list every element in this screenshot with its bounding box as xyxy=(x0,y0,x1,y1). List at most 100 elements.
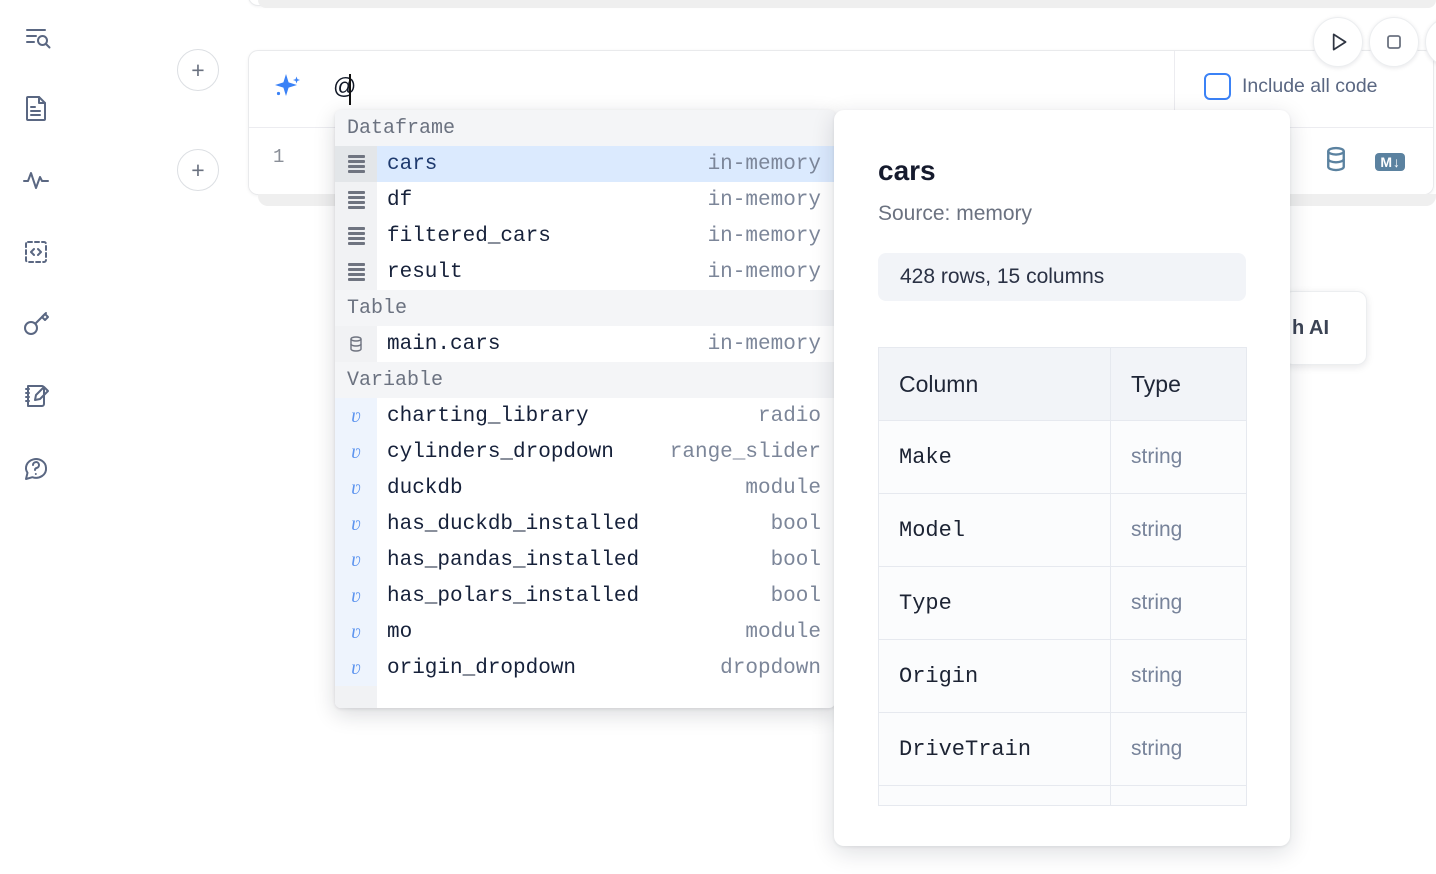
table-rows-icon xyxy=(347,227,365,245)
detail-shape-badge: 428 rows, 15 columns xyxy=(878,253,1246,301)
prompt-divider xyxy=(1174,51,1175,128)
autocomplete-item-type: in-memory xyxy=(707,224,821,248)
schema-column-name: Model xyxy=(878,493,1111,567)
text-cursor xyxy=(349,74,351,105)
sparkle-ai-icon xyxy=(269,71,305,107)
outline-search-icon[interactable] xyxy=(14,14,58,58)
code-snippet-icon[interactable] xyxy=(14,230,58,274)
variable-icon: ʋ xyxy=(335,650,377,686)
database-icon xyxy=(350,336,362,352)
autocomplete-group-header: Variable xyxy=(335,362,835,398)
autocomplete-item-type: radio xyxy=(757,404,821,428)
file-document-icon[interactable] xyxy=(14,86,58,130)
autocomplete-item-name: has_pandas_installed xyxy=(387,548,640,572)
autocomplete-item-type: module xyxy=(745,620,821,644)
table-header-row: Column Type xyxy=(878,347,1247,421)
add-cell-below-button[interactable]: + xyxy=(177,149,219,191)
stop-button[interactable] xyxy=(1369,17,1419,67)
scratchpad-edit-icon[interactable] xyxy=(14,374,58,418)
autocomplete-item-name: has_polars_installed xyxy=(387,584,640,608)
database-icon[interactable] xyxy=(1321,144,1351,179)
include-all-code-label: Include all code xyxy=(1242,75,1378,97)
autocomplete-item-type: in-memory xyxy=(707,332,821,356)
run-button[interactable] xyxy=(1313,17,1363,67)
autocomplete-item-name: cylinders_dropdown xyxy=(387,440,614,464)
column-header: Column xyxy=(878,347,1111,421)
generate-with-ai-button[interactable]: h AI xyxy=(1283,291,1367,365)
autocomplete-item[interactable]: ʋ has_duckdb_installed bool xyxy=(335,506,835,542)
table-rows-icon xyxy=(335,146,377,182)
autocomplete-item-name: charting_library xyxy=(387,404,589,428)
autocomplete-item-name: result xyxy=(387,260,463,284)
variable-icon: ʋ xyxy=(335,506,377,542)
autocomplete-item-type: dropdown xyxy=(720,656,821,680)
schema-column-type: string xyxy=(1110,566,1247,640)
schema-column-name: Origin xyxy=(878,639,1111,713)
table-rows-icon xyxy=(335,182,377,218)
autocomplete-item-type: range_slider xyxy=(669,440,821,464)
include-all-code-option[interactable]: Include all code xyxy=(1204,73,1378,100)
help-chat-icon[interactable] xyxy=(14,446,58,490)
variable-icon: ʋ xyxy=(335,434,377,470)
detail-title: cars xyxy=(878,155,936,186)
autocomplete-group-header: Dataframe xyxy=(335,110,835,146)
include-all-code-checkbox[interactable] xyxy=(1204,73,1231,100)
autocomplete-item-name: df xyxy=(387,188,413,212)
autocomplete-item[interactable]: result in-memory xyxy=(335,254,835,290)
markdown-icon-letter: M xyxy=(1380,153,1392,170)
table-row-partial xyxy=(878,785,1247,806)
table-rows-icon xyxy=(335,254,377,290)
table-rows-icon xyxy=(335,218,377,254)
variable-icon: ʋ xyxy=(335,470,377,506)
autocomplete-item-name: origin_dropdown xyxy=(387,656,577,680)
autocomplete-group-header: Table xyxy=(335,290,835,326)
autocomplete-item-type: in-memory xyxy=(707,188,821,212)
autocomplete-item[interactable]: ʋ cylinders_dropdown range_slider xyxy=(335,434,835,470)
autocomplete-item-type: bool xyxy=(770,512,821,536)
previous-cell-footer xyxy=(258,0,1436,8)
autocomplete-item-name: has_duckdb_installed xyxy=(387,512,640,536)
markdown-icon[interactable]: M↓ xyxy=(1375,152,1405,171)
key-icon[interactable] xyxy=(14,302,58,346)
autocomplete-item[interactable]: ʋ origin_dropdown dropdown xyxy=(335,650,835,686)
autocomplete-item[interactable]: filtered_cars in-memory xyxy=(335,218,835,254)
generate-with-ai-label: h AI xyxy=(1292,316,1330,339)
autocomplete-item-name: cars xyxy=(387,152,438,176)
add-cell-above-button[interactable]: + xyxy=(177,49,219,91)
schema-column-type: string xyxy=(1110,639,1247,713)
autocomplete-item-type: bool xyxy=(770,584,821,608)
variable-icon: ʋ xyxy=(335,542,377,578)
table-rows-icon xyxy=(347,155,365,173)
schema-column-name: Type xyxy=(878,566,1111,640)
autocomplete-item[interactable]: main.cars in-memory xyxy=(335,326,835,362)
autocomplete-item-type: module xyxy=(745,476,821,500)
autocomplete-item-type: in-memory xyxy=(707,260,821,284)
dataframe-detail-panel: cars Source: memory 428 rows, 15 columns… xyxy=(834,110,1290,846)
autocomplete-item-name: duckdb xyxy=(387,476,463,500)
detail-source: Source: memory xyxy=(878,202,1033,225)
autocomplete-item[interactable]: df in-memory xyxy=(335,182,835,218)
ai-prompt-input[interactable]: @ xyxy=(333,73,357,99)
database-icon xyxy=(335,326,377,362)
table-rows-icon xyxy=(347,263,365,281)
variable-icon: ʋ xyxy=(335,614,377,650)
autocomplete-item-name: filtered_cars xyxy=(387,224,551,248)
autocomplete-item-name: main.cars xyxy=(387,332,501,356)
schema-column-type: string xyxy=(1110,712,1247,786)
schema-column-type xyxy=(1110,785,1247,806)
activity-pulse-icon[interactable] xyxy=(14,158,58,202)
table-rows-icon xyxy=(347,191,365,209)
